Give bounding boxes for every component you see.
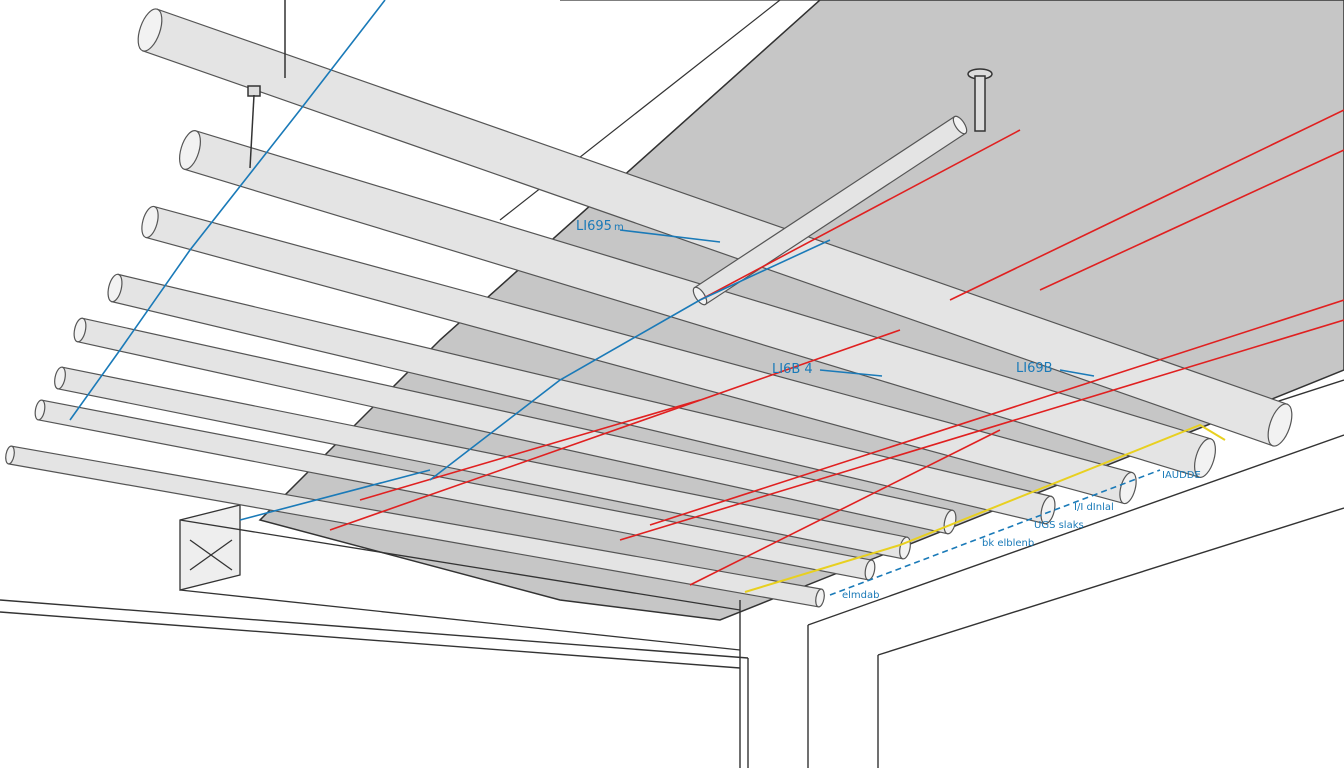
red-conduit bbox=[689, 429, 1001, 586]
blue-conduits bbox=[69, 0, 1161, 596]
red-conduits bbox=[329, 109, 1344, 586]
note-3: UGS slaks bbox=[1034, 520, 1084, 531]
yellow-conduit bbox=[744, 423, 1226, 593]
red-conduit bbox=[619, 319, 1344, 541]
red-conduit bbox=[949, 109, 1344, 301]
slab-edge bbox=[439, 0, 821, 341]
pipe bbox=[34, 399, 876, 581]
note-1: IAUDDE bbox=[1162, 470, 1201, 481]
pipe bbox=[692, 115, 968, 306]
pipe bbox=[73, 317, 957, 535]
red-conduit bbox=[359, 399, 701, 501]
label-upper-left: LI695 bbox=[576, 219, 612, 234]
note-5: elmdab bbox=[842, 590, 880, 601]
support-frame bbox=[179, 504, 741, 651]
red-conduit bbox=[649, 299, 1344, 526]
ceiling-hanger-icon bbox=[247, 0, 993, 169]
pipe bbox=[137, 8, 1293, 447]
label-right: LI69B bbox=[1016, 361, 1053, 376]
pipe bbox=[5, 445, 825, 608]
room-walls bbox=[0, 379, 1344, 768]
label-middle: LI6B 4 bbox=[772, 362, 813, 377]
red-conduit bbox=[1039, 149, 1344, 291]
note-2: I/I dInlal bbox=[1074, 502, 1114, 513]
label-upper-left-suffix: m bbox=[614, 222, 624, 233]
red-conduit bbox=[329, 329, 901, 531]
note-4: bk elblenb bbox=[982, 538, 1034, 549]
red-conduit bbox=[699, 129, 1021, 301]
pipe bbox=[107, 273, 1056, 525]
